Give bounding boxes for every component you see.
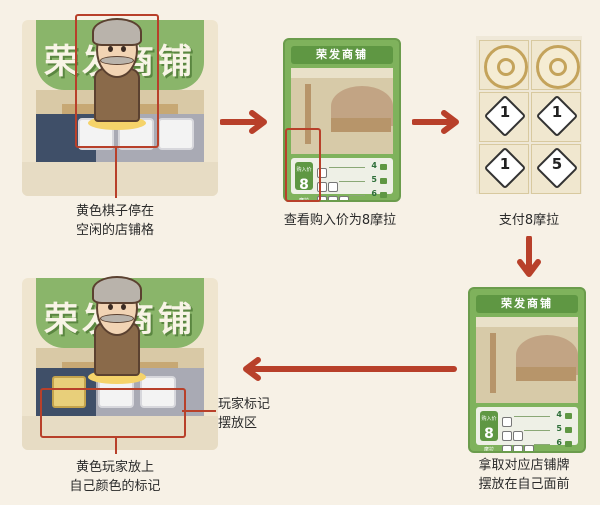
marker-area-highlight-box: [40, 388, 186, 438]
hex-icon: [502, 430, 512, 441]
card-illustration: [476, 317, 578, 403]
hex-icon: [328, 181, 338, 192]
coin-tile: 5: [531, 144, 581, 194]
emblem-icon: [484, 45, 528, 89]
hex-icon: [513, 430, 523, 441]
emblem-icon: [536, 45, 580, 89]
card-income-row: 6: [317, 189, 387, 200]
card-illustration: [291, 68, 393, 154]
caption-step5: 黄色玩家放上 自己颜色的标记: [69, 460, 161, 494]
shop-card-step4: 荣发商铺 购入价 8 摩拉 4 5 6: [468, 287, 586, 453]
card-price: 购入价 8 摩拉: [480, 411, 498, 451]
price-highlight-box: [285, 128, 321, 202]
arrow-down-icon: [517, 236, 541, 277]
hex-icon: [317, 167, 327, 178]
hex-icon: [524, 444, 534, 451]
marker-slot: [140, 376, 176, 408]
coin-tile: 1: [479, 92, 529, 142]
caption-step3: 支付8摩拉: [498, 213, 560, 228]
arrow-right-icon: [220, 110, 267, 134]
card-income-row: 5: [502, 424, 572, 441]
caption-connector: [115, 146, 117, 198]
hex-icon: [502, 444, 512, 451]
coin-tile: 1: [531, 92, 581, 142]
caption-connector: [115, 436, 117, 454]
yellow-player-marker-cube: [52, 376, 86, 408]
board-floor: [22, 162, 218, 196]
caption-step4: 拿取对应店铺牌 摆放在自己面前: [478, 458, 570, 492]
caption-marker-area: 玩家标记 摆放区: [218, 397, 271, 431]
card-income-row: 4: [502, 410, 572, 427]
caption-step1: 黄色棋子停在 空闲的店铺格: [75, 204, 154, 238]
card-income-row: 6: [502, 438, 572, 451]
hex-icon: [317, 181, 327, 192]
card-price: 购入价 8 摩拉: [295, 162, 313, 200]
emblem-tile: [479, 40, 529, 90]
marker-slot: [158, 118, 194, 150]
arrow-right-icon: [412, 110, 459, 134]
coin-tile: 1: [479, 144, 529, 194]
hex-icon: [339, 195, 349, 200]
payment-tiles: 1 1 1 5: [476, 36, 582, 194]
emblem-tile: [531, 40, 581, 90]
shop-card-step2: 荣发商铺 购入价 8 摩拉 4 5 6: [283, 38, 401, 202]
yellow-player-meeple: [82, 18, 152, 130]
hex-icon: [328, 195, 338, 200]
hex-icon: [317, 195, 327, 200]
card-income-row: 5: [317, 175, 387, 192]
arrow-left-icon: [243, 357, 457, 381]
card-title: 荣发商铺: [476, 295, 578, 313]
meeple-highlight-box: [75, 14, 159, 148]
card-price-panel: 购入价 8 摩拉 4 5 6: [291, 158, 393, 200]
caption-step2: 查看购入价为8摩拉: [283, 213, 397, 228]
card-income-row: 4: [317, 161, 387, 178]
hex-icon: [502, 416, 512, 427]
yellow-player-meeple: [82, 276, 152, 384]
marker-area-connector: [182, 410, 216, 412]
card-title: 荣发商铺: [291, 46, 393, 64]
hex-icon: [513, 444, 523, 451]
card-price-panel: 购入价 8 摩拉 4 5 6: [476, 407, 578, 451]
